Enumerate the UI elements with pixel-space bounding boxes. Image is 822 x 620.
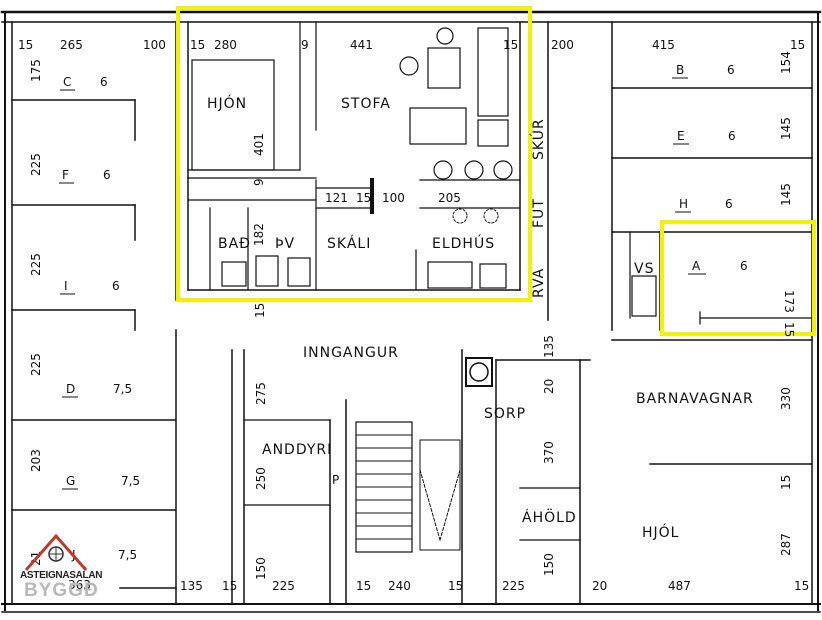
dimension-label: 173	[782, 290, 796, 313]
room-label-ahold: ÁHÖLD	[522, 508, 577, 526]
dimension-label: 100	[143, 38, 166, 52]
dimension-label: 240	[388, 579, 411, 593]
dimension-label: 100	[382, 191, 405, 205]
room-label-inngangur: INNGANGUR	[303, 345, 399, 361]
room-label-fut: FUT	[531, 198, 547, 228]
dimension-label: 487	[668, 579, 691, 593]
room-label-hjol: HJÓL	[642, 523, 679, 541]
room-label-vs: VS	[634, 261, 654, 277]
dimension-label: 9	[252, 178, 266, 186]
dimension-label: 15	[794, 579, 809, 593]
walls	[0, 10, 822, 613]
room-label-stofa: STOFA	[341, 96, 391, 112]
dimension-label: 15	[779, 475, 793, 490]
dimension-label: 145	[779, 117, 793, 140]
dimension-label: 225	[29, 153, 43, 176]
storage-size-i: 6	[112, 279, 120, 293]
storage-letter-e: E	[677, 129, 685, 143]
agency-logo: ASTEIGNASALAN BYGGÐ	[20, 532, 120, 614]
dimension-label: 287	[779, 533, 793, 556]
dimension-label: 15	[782, 322, 796, 337]
dimension-label: 401	[252, 133, 266, 156]
dimension-label: 265	[60, 38, 83, 52]
storage-size-f: 6	[103, 168, 111, 182]
storage-letter-c: C	[63, 75, 71, 89]
storage-labels: C 6 F 6 I 6 D 7,5 G 7,5 J 7,5 B 6 E 6 H …	[59, 63, 748, 562]
dimension-label: 15	[448, 579, 463, 593]
dimension-label: 330	[779, 387, 793, 410]
storage-size-h: 6	[725, 197, 733, 211]
storage-size-b: 6	[727, 63, 735, 77]
room-label-pv: ÞV	[275, 236, 295, 252]
dimension-label: 225	[29, 353, 43, 376]
storage-letter-h: H	[679, 197, 688, 211]
room-label-rva: RVA	[531, 268, 547, 298]
logo-text-top: ASTEIGNASALAN	[20, 570, 103, 581]
room-label-bad: BAÐ	[218, 236, 251, 252]
dimension-label: 20	[592, 579, 607, 593]
dimension-label: 15	[190, 38, 205, 52]
storage-size-g: 7,5	[121, 474, 140, 488]
dimension-label: 415	[652, 38, 675, 52]
highlight-boxes	[176, 6, 816, 336]
dimension-label: 225	[502, 579, 525, 593]
room-label-anddyri: ANDDYRI	[262, 442, 332, 458]
dimension-label: 145	[779, 183, 793, 206]
dimension-label: 15	[790, 38, 805, 52]
dimension-label: 150	[542, 553, 556, 576]
storage-letter-g: G	[66, 474, 75, 488]
dimension-label: 363	[68, 578, 91, 592]
room-label-sorp: SORP	[484, 406, 526, 422]
dimension-label: 441	[350, 38, 373, 52]
storage-size-e: 6	[728, 129, 736, 143]
storage-size-d: 7,5	[113, 382, 132, 396]
dimension-label: 15	[356, 191, 371, 205]
dimension-labels: 15 265 100 15 280 9 441 15 200 415 15 17…	[18, 38, 809, 593]
dimension-label: 205	[438, 191, 461, 205]
storage-letter-i: I	[64, 279, 68, 293]
room-label-skur: SKÚR	[529, 118, 547, 160]
dimension-label: 135	[180, 579, 203, 593]
room-labels: HJÓN STOFA BAÐ ÞV SKÁLI ELDHÚS INNGANGUR…	[207, 94, 754, 541]
apartment-highlight	[176, 6, 532, 302]
dimension-label: 154	[779, 51, 793, 74]
storage-letter-a: A	[692, 259, 701, 273]
dimension-label: 370	[542, 441, 556, 464]
room-label-barnavagnar: BARNAVAGNAR	[636, 391, 754, 407]
dimension-label: 203	[29, 449, 43, 472]
dimension-label: 15	[356, 579, 371, 593]
dimension-label: 15	[222, 579, 237, 593]
storage-a-highlight	[660, 220, 816, 336]
dimension-label: 121	[325, 191, 348, 205]
dimension-label: 20	[542, 379, 556, 394]
storage-letter-b: B	[676, 63, 684, 77]
dimension-label: 225	[272, 579, 295, 593]
room-label-eldhus: ELDHÚS	[432, 234, 495, 252]
house-icon	[24, 533, 88, 571]
dimension-label: 135	[542, 335, 556, 358]
dimension-label: 175	[29, 59, 43, 82]
dimension-label: 150	[254, 557, 268, 580]
dimension-label: 15	[253, 303, 267, 318]
dimension-label: 225	[29, 253, 43, 276]
storage-size-a: 6	[740, 259, 748, 273]
dimension-label: 200	[551, 38, 574, 52]
storage-letter-f: F	[62, 168, 69, 182]
storage-size-c: 6	[100, 75, 108, 89]
dimension-label: 182	[252, 223, 266, 246]
room-label-hjon: HJÓN	[207, 94, 247, 112]
dimension-label: 280	[214, 38, 237, 52]
dimension-label: 15	[503, 38, 518, 52]
logo-text-bottom: BYGGÐ	[24, 580, 99, 601]
storage-size-j: 7,5	[118, 548, 137, 562]
dimension-label: 250	[254, 467, 268, 490]
room-label-skali: SKÁLI	[327, 235, 371, 252]
room-label-p: P	[332, 473, 339, 487]
dimension-label: 15	[18, 38, 33, 52]
storage-letter-d: D	[66, 382, 75, 396]
dimension-label: 9	[301, 38, 309, 52]
dimension-label: 275	[254, 382, 268, 405]
